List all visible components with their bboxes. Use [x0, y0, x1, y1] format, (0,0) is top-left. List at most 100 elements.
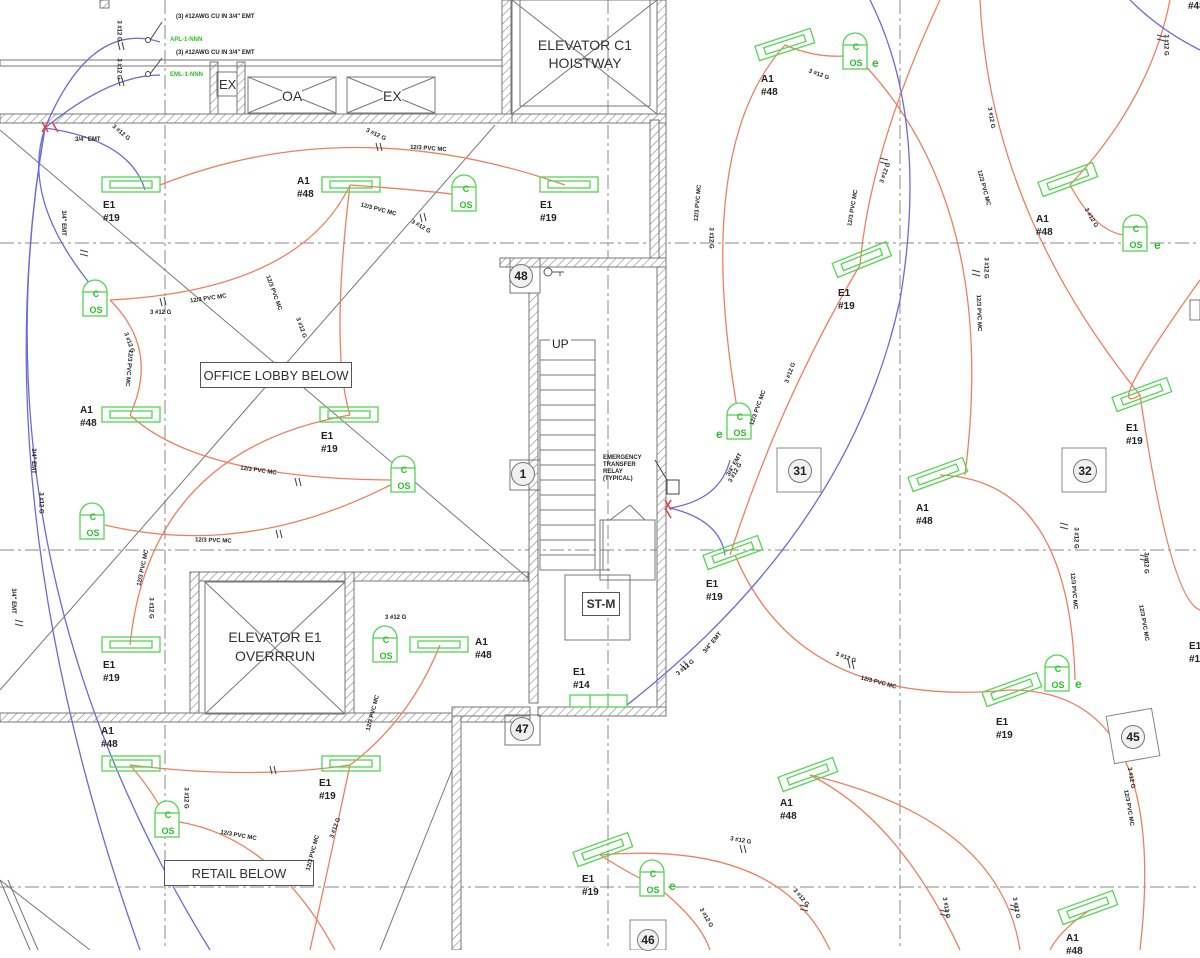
sensor-6	[154, 800, 180, 838]
wire-label-21: 3/4" EMT	[75, 137, 101, 143]
conduit-note-1: (3) #12AWG CU IN 3/4" EMT	[176, 14, 255, 20]
wire-label-49: 3 #12 G	[1142, 552, 1149, 574]
fixture-label-18: E1#19	[996, 717, 1013, 741]
junction-markers	[41, 121, 672, 519]
fixture-e1-j	[981, 671, 1043, 708]
fixture-a1-d	[101, 755, 161, 772]
fixture-e1-i	[702, 534, 764, 571]
sensor-2	[82, 279, 108, 317]
fixture-label-13: A1#48	[1036, 214, 1053, 238]
emergency-mark-1: e	[872, 56, 879, 70]
fixture-label-16: A1#48	[780, 798, 797, 822]
stair-up-label: UP	[550, 337, 571, 351]
sensor-7	[842, 32, 868, 70]
fixture-label-5: E1#19	[103, 660, 120, 684]
elevator-e1-label: ELEVATOR E1 OVERRRUN	[228, 629, 322, 664]
home-runs	[25, 0, 1200, 950]
fixture-a1-a	[321, 176, 381, 193]
wire-label-45: 3 #12 G	[982, 257, 989, 279]
fixture-e1-b	[539, 176, 599, 193]
light-fixtures	[101, 27, 1173, 926]
sensor-8	[1122, 214, 1148, 252]
sensor-3	[390, 455, 416, 493]
fixture-a1-e	[754, 27, 816, 62]
wire-label-41: 3 #12 G	[707, 227, 714, 249]
column-tag-31: 31	[788, 459, 812, 483]
branch-circuits	[104, 0, 1200, 950]
fixture-label-2: E1#19	[540, 200, 557, 224]
fixture-label-19: A1#48	[1066, 933, 1083, 957]
emergency-mark-2: e	[1154, 238, 1161, 252]
stair-label: ST-M	[582, 592, 620, 616]
sensor-11	[639, 859, 665, 897]
sensor-4	[79, 502, 105, 540]
conduit-note-2: (3) #12AWG CU IN 3/4" EMT	[176, 50, 255, 56]
fixture-e1-a	[101, 176, 161, 193]
sensor-5	[372, 625, 398, 663]
wire-label-36: 3 #12 G	[147, 597, 154, 619]
wire-label-24: 3/4" EMT	[9, 588, 16, 614]
emergency-mark-5: e	[669, 879, 676, 893]
wire-label-48: 3 #12 G	[1072, 527, 1079, 549]
fixture-label-3: A1#48	[80, 405, 97, 429]
walls	[0, 0, 667, 950]
ex-label-2: EX	[219, 77, 237, 92]
fixture-a1-g	[907, 456, 969, 493]
fixture-a1-f	[1037, 161, 1099, 198]
fixture-label-11: A1#48	[761, 74, 778, 98]
elevator-c1-label: ELEVATOR C1 HOISTWAY	[537, 37, 633, 71]
fixture-label-10: E1#14	[573, 667, 590, 691]
fixture-label-17: E1#19	[706, 579, 723, 603]
column-tag-48: 48	[509, 264, 533, 288]
oa-label: OA	[282, 88, 303, 104]
wire-label-47: 3 #12 G	[1162, 34, 1169, 56]
fixture-label-15: A1#48	[916, 503, 933, 527]
fixture-label-0: E1#19	[103, 200, 120, 224]
ex-label-1: EX	[383, 88, 402, 104]
wire-label-32: 3 #12 G	[150, 310, 172, 316]
fixture-a1-h	[777, 756, 839, 793]
sensor-1	[451, 174, 477, 212]
fixture-e1-h	[1111, 376, 1173, 413]
column-tag-32: 32	[1073, 459, 1097, 483]
wire-ticks	[14, 34, 1166, 917]
fixture-a1-i	[1057, 889, 1119, 926]
sensor-9	[726, 402, 752, 440]
office-lobby-label: OFFICE LOBBY BELOW	[200, 362, 352, 388]
wire-label-22: 3/4" EMT	[59, 210, 66, 236]
fixture-label-14: E1#19	[1126, 423, 1143, 447]
fixture-e1-k	[572, 831, 634, 868]
wire-label-23: 3/4" EMT	[29, 448, 36, 474]
fixture-label-21: #48	[1188, 1, 1200, 12]
fixture-label-9: E1#19	[1189, 641, 1200, 665]
circuit-label-2: EML-1-NNN	[170, 72, 203, 78]
fixture-a1-b	[101, 406, 161, 423]
emergency-mark-4: e	[1075, 677, 1082, 691]
column-tag-1: 1	[511, 462, 535, 486]
fixture-e1-c	[319, 406, 379, 423]
fixture-a1-c	[409, 636, 469, 653]
fixture-label-1: A1#48	[297, 176, 314, 200]
fixture-label-20: E1#19	[582, 874, 599, 898]
wire-label-38: 3 #12 G	[182, 787, 189, 809]
fixture-label-6: A1#48	[475, 637, 492, 661]
fixture-label-7: E1#19	[319, 778, 336, 802]
fixture-label-12: E1#19	[838, 288, 855, 312]
sensor-10	[1044, 654, 1070, 692]
fixture-e1-d	[101, 636, 161, 653]
emergency-mark-3: e	[716, 427, 723, 441]
fixture-e1-g	[831, 240, 893, 279]
fixture-e1-e	[321, 755, 381, 772]
retail-label: RETAIL BELOW	[164, 860, 314, 886]
